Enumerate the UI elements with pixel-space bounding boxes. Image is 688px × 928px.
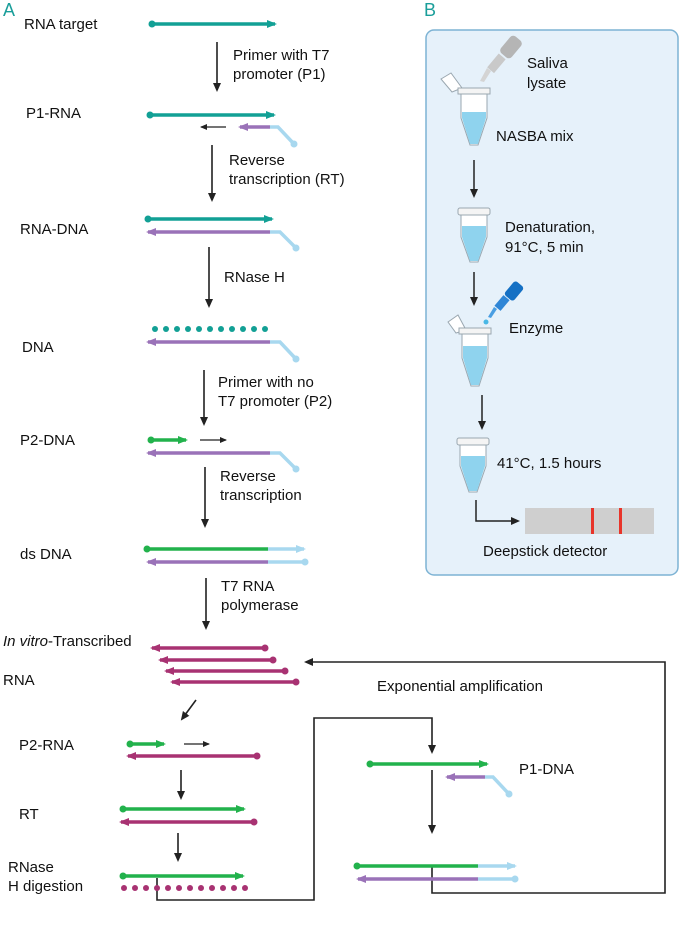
flow-arrows	[174, 42, 436, 862]
label-primer-no-t7-1: Primer with no	[218, 374, 314, 391]
label-denaturation-2: 91°C, 5 min	[505, 239, 584, 256]
label-dna: DNA	[22, 339, 54, 356]
amplification-loop	[156, 658, 666, 901]
label-reverse-2: Reverse	[220, 468, 276, 485]
transcribed-rna-copies	[150, 644, 300, 686]
label-saliva-1: Saliva	[527, 55, 568, 72]
label-rna-target: RNA target	[24, 16, 98, 33]
label-primer-no-t7-2: T7 promoter (P2)	[218, 393, 333, 410]
label-enzyme: Enzyme	[509, 320, 564, 337]
label-exponential-amplification: Exponential amplification	[377, 678, 543, 695]
label-rnase-h-line2: H digestion	[8, 878, 84, 895]
label-rnase-h: RNase H	[224, 269, 285, 286]
label-primer-t7-2: promoter (P1)	[233, 66, 326, 83]
rnase-h-digestion	[119, 872, 248, 891]
label-t7-rna-2: polymerase	[221, 597, 299, 614]
label-p1-dna: P1-DNA	[519, 761, 575, 778]
rna-dna-hybrid	[144, 215, 300, 252]
rt-duplex	[119, 805, 258, 826]
label-t7-rna-1: T7 RNA	[221, 578, 275, 595]
tube-enzyme-icon	[447, 314, 492, 387]
label-reverse: Reverse	[229, 152, 285, 169]
label-rna-copies: RNA	[3, 672, 35, 689]
saliva-dropper-icon	[480, 35, 522, 82]
label-incubation: 41°C, 1.5 hours	[497, 455, 602, 472]
label-p2-rna: P2-RNA	[19, 737, 75, 754]
dna-strand	[146, 326, 300, 363]
p2-dna-complex	[146, 436, 300, 473]
tube-denaturation-icon	[457, 207, 491, 263]
label-reverse-transcription-rt: transcription (RT)	[229, 171, 345, 188]
deepstick-strip-icon	[525, 508, 654, 534]
label-p2-dna: P2-DNA	[20, 432, 76, 449]
label-primer-t7-1: Primer with T7	[233, 47, 330, 64]
p1-dna-complex	[366, 760, 513, 798]
panel-label-a: A	[3, 0, 16, 20]
tube-incubation-icon	[456, 437, 490, 493]
label-nasba-mix: NASBA mix	[496, 128, 574, 145]
label-saliva-2: lysate	[527, 75, 567, 92]
label-ds-dna: ds DNA	[20, 546, 72, 563]
label-denaturation-1: Denaturation,	[505, 219, 596, 236]
tube-nasba-icon	[440, 72, 491, 146]
label-in-vitro-transcribed: In vitro-Transcribed	[3, 632, 132, 651]
rna-target-strand	[148, 20, 277, 28]
label-transcription-2: transcription	[220, 487, 302, 504]
label-transcribed: -Transcribed	[48, 633, 132, 650]
ds-dna-duplex	[143, 545, 309, 566]
p1-rna-complex	[146, 111, 298, 148]
enzyme-dropper-icon	[483, 281, 524, 325]
p2-rna-complex	[126, 740, 261, 760]
label-rt: RT	[19, 806, 39, 823]
final-ds-dna	[353, 862, 519, 883]
workflow-arrow-4	[475, 500, 520, 525]
label-rna-dna: RNA-DNA	[20, 221, 89, 238]
label-p1-rna: P1-RNA	[26, 105, 82, 122]
label-deepstick-detector: Deepstick detector	[483, 543, 608, 560]
panel-label-b: B	[424, 0, 437, 20]
label-in-vitro: In vitro	[3, 633, 49, 650]
label-rnase-h-line1: RNase	[8, 859, 54, 876]
